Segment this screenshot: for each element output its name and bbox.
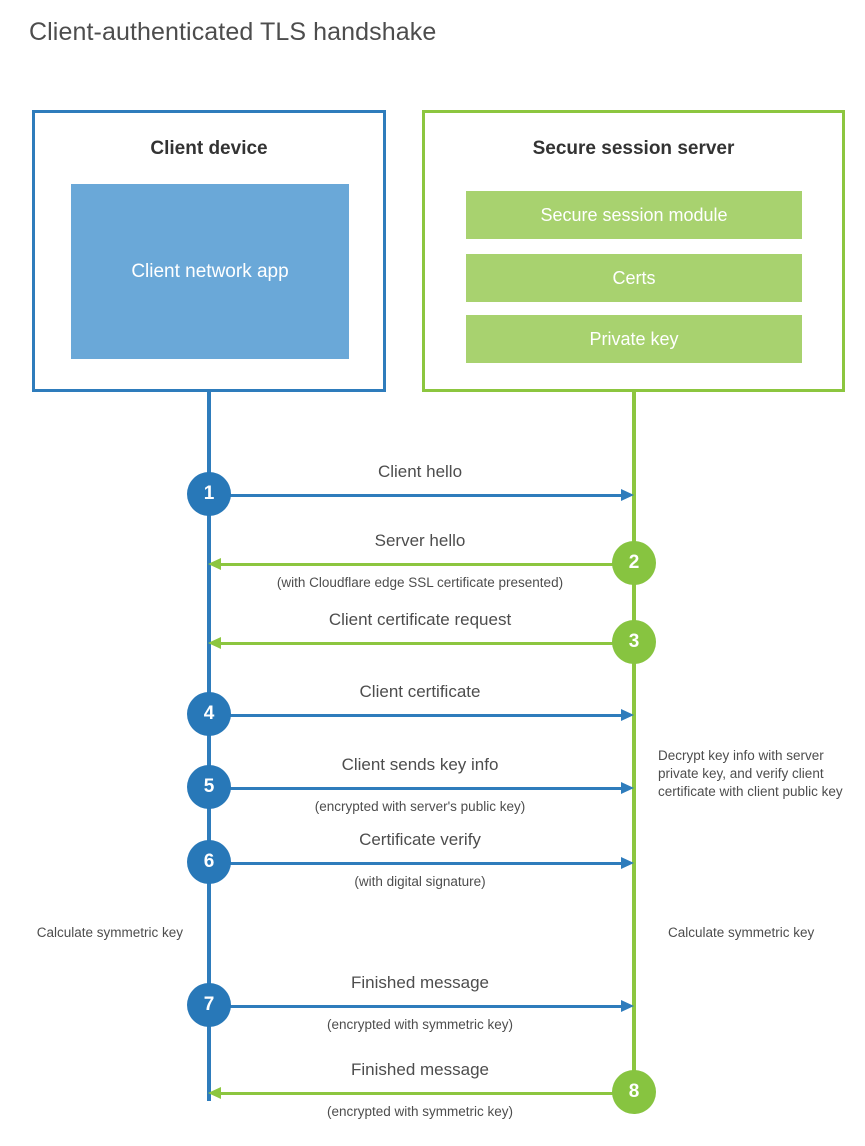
arrow-head-4 <box>621 709 634 721</box>
arrow-shaft-6 <box>209 862 623 865</box>
message-label-4: Client certificate <box>359 682 481 701</box>
arrow-shaft-4 <box>209 714 623 717</box>
message-label-2: Server hello <box>374 531 466 550</box>
arrow-shaft-7 <box>209 1005 623 1008</box>
message-label-6: Certificate verify <box>359 830 481 849</box>
message-label-7: Finished message <box>351 973 489 992</box>
step-circle-2[interactable]: 2 <box>612 541 656 585</box>
server-component-certs: Certs <box>466 254 802 302</box>
arrow-head-1 <box>621 489 634 501</box>
arrow-head-8 <box>208 1087 221 1099</box>
message-sublabel-6: (with digital signature) <box>354 874 486 889</box>
step-circle-3[interactable]: 3 <box>612 620 656 664</box>
client-device-box: Client device Client network app <box>32 110 386 392</box>
page-title: Client-authenticated TLS handshake <box>29 18 437 46</box>
message-label-5: Client sends key info <box>341 755 499 774</box>
server-component-secure-session-module: Secure session module <box>466 191 802 239</box>
server-lifeline <box>632 392 636 1092</box>
arrow-head-3 <box>208 637 221 649</box>
message-label-8: Finished message <box>351 1060 489 1079</box>
client-device-title: Client device <box>150 138 268 159</box>
client-network-app-block: Client network app <box>71 184 349 359</box>
secure-session-server-title: Secure session server <box>532 138 735 159</box>
step-circle-4[interactable]: 4 <box>187 692 231 736</box>
arrow-head-6 <box>621 857 634 869</box>
message-sublabel-8: (encrypted with symmetric key) <box>326 1104 514 1119</box>
step-circle-6[interactable]: 6 <box>187 840 231 884</box>
step-circle-7[interactable]: 7 <box>187 983 231 1027</box>
step-circle-8[interactable]: 8 <box>612 1070 656 1114</box>
secure-session-server-box: Secure session server Secure session mod… <box>422 110 845 392</box>
client-lifeline <box>207 392 211 1101</box>
arrow-shaft-5 <box>209 787 623 790</box>
step-circle-5[interactable]: 5 <box>187 765 231 809</box>
annotation-decrypt-key-info: Decrypt key info with server private key… <box>658 748 843 799</box>
message-sublabel-5: (encrypted with server's public key) <box>314 799 526 814</box>
arrow-shaft-2 <box>220 563 634 566</box>
annotation-calculate-symmetric-key-client: Calculate symmetric key <box>36 925 183 940</box>
server-component-private-key: Private key <box>466 315 802 363</box>
message-sublabel-7: (encrypted with symmetric key) <box>326 1017 514 1032</box>
arrow-head-7 <box>621 1000 634 1012</box>
arrow-head-5 <box>621 782 634 794</box>
arrow-shaft-8 <box>220 1092 634 1095</box>
message-sublabel-2: (with Cloudflare edge SSL certificate pr… <box>276 575 564 590</box>
arrow-shaft-3 <box>220 642 634 645</box>
annotation-calculate-symmetric-key-server: Calculate symmetric key <box>668 925 815 940</box>
arrow-head-2 <box>208 558 221 570</box>
step-circle-1[interactable]: 1 <box>187 472 231 516</box>
message-label-1: Client hello <box>377 462 463 481</box>
arrow-shaft-1 <box>209 494 623 497</box>
message-label-3: Client certificate request <box>328 610 512 629</box>
